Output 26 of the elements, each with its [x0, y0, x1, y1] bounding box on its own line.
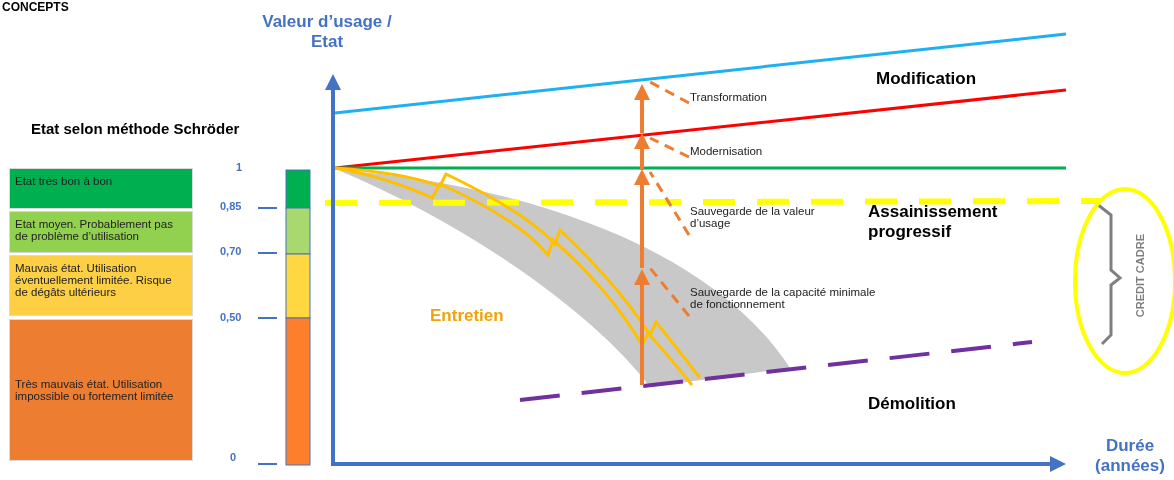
leader-line	[649, 136, 690, 159]
leader-line	[648, 267, 691, 317]
scale-tick-label: 0,70	[220, 245, 243, 259]
rotated-label: CREDIT CADRE	[1134, 234, 1146, 318]
leader-text: Sauvegarde de la capacité minimale de fonctionnement	[690, 286, 880, 320]
leader-text: Modernisation	[690, 145, 820, 161]
leader-line	[649, 80, 690, 105]
leader-line	[648, 171, 691, 236]
state-box: Etat moyen. Probablement pas de problème d’utilisation	[9, 211, 193, 253]
axis-label: Durée (années)	[1094, 436, 1166, 477]
scale-tick-label: 1	[236, 161, 244, 175]
chart-label: Modification	[876, 69, 978, 90]
scale-tick-label: 0	[230, 451, 238, 465]
state-box: Très mauvais état. Utilisation impossible ou fortement limitée	[9, 319, 193, 461]
chart-label: Etat selon méthode Schröder	[31, 120, 241, 138]
leader-text: Sauvegarde de la valeur d’usage	[690, 205, 830, 239]
leader-text: Transformation	[690, 91, 820, 107]
scale-tick-label: 0,50	[220, 311, 243, 325]
chart-label: Assainissement progressif	[868, 202, 999, 243]
axis-label: Valeur d’usage / Etat	[262, 12, 392, 53]
state-box: Etat très bon à bon	[9, 168, 193, 209]
chart-label: Démolition	[868, 394, 957, 415]
page-title: CONCEPTS	[2, 0, 69, 15]
chart-label: Entretien	[430, 306, 505, 327]
scale-tick-label: 0,85	[220, 200, 243, 214]
state-box: Mauvais état. Utilisation éventuellement limitée. Risque de dégâts ultérieurs	[9, 255, 193, 316]
